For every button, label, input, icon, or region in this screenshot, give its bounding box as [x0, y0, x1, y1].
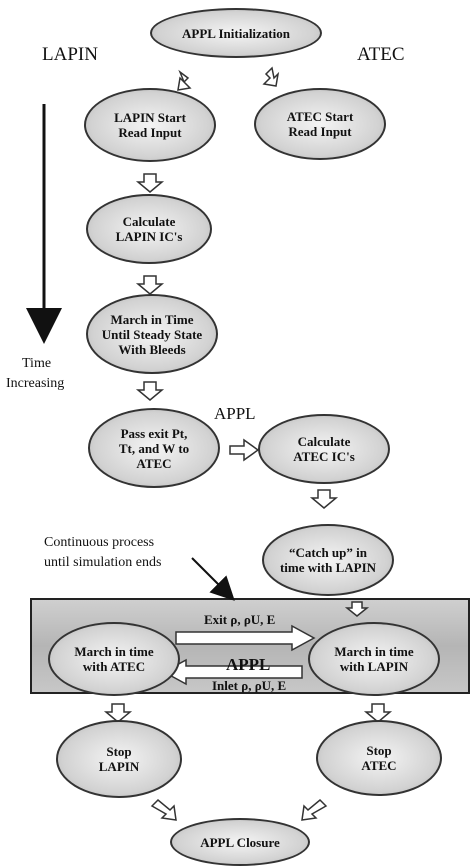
- atec-column-title: ATEC: [357, 44, 405, 65]
- node-lapin-start: LAPIN Start Read Input: [84, 88, 216, 162]
- flow-arrow-closure-right: [301, 798, 328, 821]
- node-appl-initialization: APPL Initialization: [150, 8, 322, 58]
- node-stop-lapin: Stop LAPIN: [56, 720, 182, 798]
- node-text: “Catch up” in time with LAPIN: [279, 545, 377, 575]
- flow-arrow-down-3: [135, 381, 165, 401]
- node-text: Pass exit Pt, Tt, and W to ATEC: [118, 425, 190, 471]
- inlet-variables-label: Inlet ρ, ρU, E: [212, 678, 287, 693]
- node-text: March in Time Until Steady State With Bl…: [101, 311, 203, 357]
- node-text: Calculate LAPIN IC's: [115, 214, 183, 244]
- node-text: March in time with LAPIN: [334, 644, 414, 674]
- node-text: Stop ATEC: [361, 743, 397, 773]
- node-march-steady-state: March in Time Until Steady State With Bl…: [86, 294, 218, 374]
- flow-arrow-down-4: [309, 489, 339, 509]
- flow-arrow-down-1: [135, 173, 165, 193]
- node-text: APPL Closure: [200, 834, 280, 850]
- node-text: March in time with ATEC: [74, 644, 154, 674]
- node-stop-atec: Stop ATEC: [316, 720, 442, 796]
- flow-arrow-init-lapin: [177, 69, 192, 91]
- node-calc-atec-ic: Calculate ATEC IC's: [258, 414, 390, 484]
- continuous-pointer-arrow: [191, 557, 235, 601]
- node-calc-lapin-ic: Calculate LAPIN IC's: [86, 194, 212, 264]
- node-text: APPL Initialization: [182, 25, 290, 41]
- flow-arrow-down-2: [135, 275, 165, 295]
- flow-arrow-exit: [175, 624, 316, 652]
- flow-arrow-init-atec: [262, 66, 280, 87]
- node-text: Calculate ATEC IC's: [293, 434, 355, 464]
- node-catch-up: “Catch up” in time with LAPIN: [262, 524, 394, 596]
- flow-arrow-down-7: [363, 703, 393, 723]
- node-text: Stop LAPIN: [98, 744, 140, 774]
- node-text: LAPIN Start Read Input: [114, 110, 186, 140]
- continuous-process-text-2: until simulation ends: [44, 555, 162, 570]
- flow-arrow-pass-to-atec: [229, 438, 260, 462]
- node-march-lapin: March in time with LAPIN: [308, 622, 440, 696]
- node-text: ATEC Start Read Input: [286, 109, 354, 139]
- node-pass-exit: Pass exit Pt, Tt, and W to ATEC: [88, 408, 220, 488]
- lapin-column-title: LAPIN: [42, 44, 98, 65]
- flow-arrow-down-6: [103, 703, 133, 723]
- appl-center-label: APPL: [226, 655, 271, 674]
- node-atec-start: ATEC Start Read Input: [254, 88, 386, 160]
- appl-label: APPL: [214, 404, 256, 423]
- continuous-process-text: Continuous process: [44, 535, 155, 550]
- node-march-atec: March in time with ATEC: [48, 622, 180, 696]
- flow-arrow-closure-left: [150, 798, 177, 821]
- exit-variables-label: Exit ρ, ρU, E: [204, 612, 276, 627]
- time-label: Time: [22, 356, 52, 371]
- flow-arrow-down-5: [344, 601, 370, 617]
- node-appl-closure: APPL Closure: [170, 818, 310, 866]
- time-label-2: Increasing: [6, 376, 65, 391]
